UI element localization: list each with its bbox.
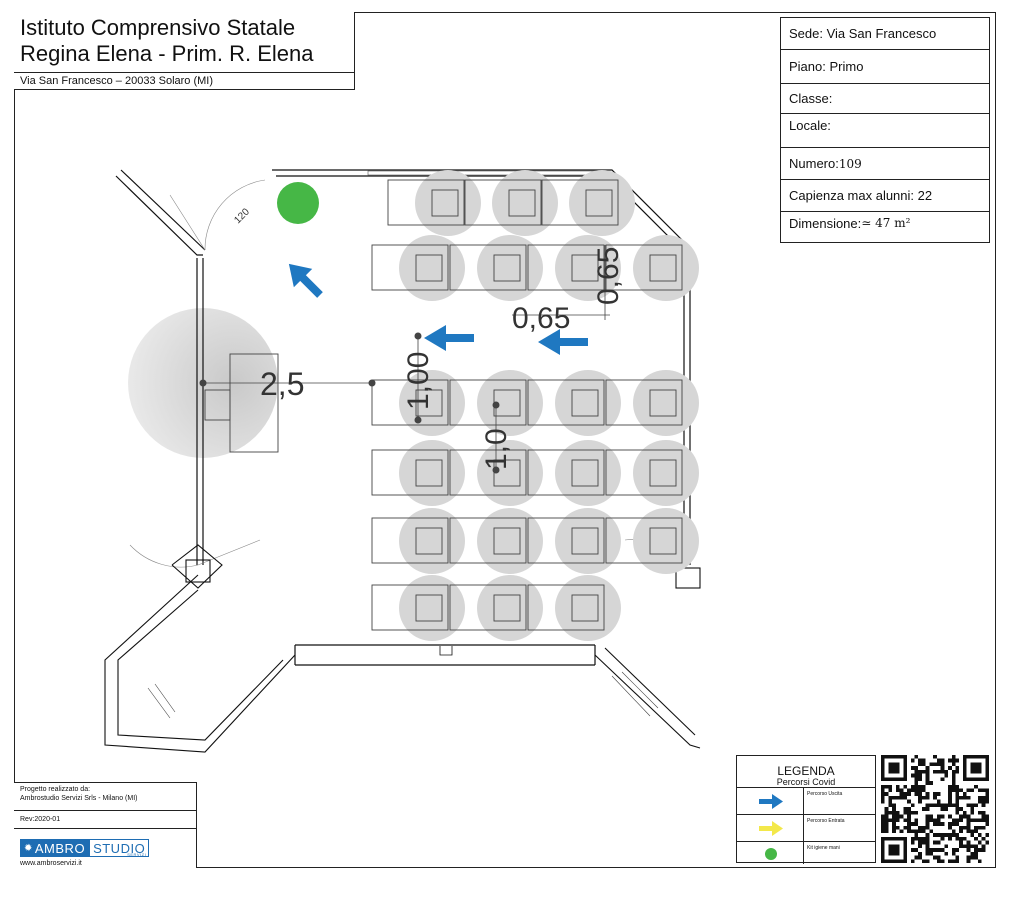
hygiene-kit-icon xyxy=(277,182,319,224)
legend-title: LEGENDA xyxy=(777,764,835,778)
legend-item: Percorso Entrata xyxy=(737,814,875,842)
student-desk xyxy=(527,370,621,436)
green-dot-icon xyxy=(765,848,777,860)
distance-circle xyxy=(399,575,465,641)
legend-item: Percorso Uscita xyxy=(737,787,875,815)
student-desk xyxy=(449,235,543,301)
distance-circle xyxy=(633,235,699,301)
student-desk xyxy=(371,440,465,506)
distance-circle xyxy=(633,508,699,574)
info-sede: Sede: Via San Francesco xyxy=(781,18,989,50)
dimensione-value: ≃ 47 m² xyxy=(861,216,911,230)
exit-arrow-icon xyxy=(424,325,474,351)
legend-item: Kit igiene mani xyxy=(737,841,875,864)
student-desk xyxy=(371,235,465,301)
school-address: Via San Francesco – 20033 Solaro (MI) xyxy=(20,75,214,87)
distance-circle xyxy=(633,440,699,506)
school-name-line2: Regina Elena - Prim. R. Elena xyxy=(20,41,314,66)
room-info-table: Sede: Via San Francesco Piano: Primo Cla… xyxy=(780,17,990,243)
exit-arrow-icon xyxy=(538,329,588,355)
legend: LEGENDA Percorsi Covid Percorso Uscita P… xyxy=(736,755,876,864)
info-capienza: Capienza max alunni: 22 xyxy=(781,180,989,212)
teacher-desk xyxy=(204,353,279,453)
student-desk xyxy=(605,440,699,506)
student-desk xyxy=(449,508,543,574)
drawing-sheet xyxy=(14,12,996,868)
credits-line2: Ambrostudio Servizi Srls - Milano (MI) xyxy=(20,795,138,802)
row-gap-label: 0,65 xyxy=(512,302,570,335)
school-name-line1: Istituto Comprensivo Statale xyxy=(20,15,296,40)
website: www.ambroservizi.it xyxy=(20,860,82,867)
exit-arrows xyxy=(288,263,588,355)
student-desk xyxy=(605,235,699,301)
aisle-1-label: 1,00 xyxy=(402,352,435,410)
distance-circle xyxy=(555,575,621,641)
info-dimensione: Dimensione: ≃ 47 m² xyxy=(781,212,989,242)
credits-line1: Progetto realizzato da: xyxy=(20,786,91,793)
dimensione-label: Dimensione: xyxy=(789,216,862,231)
distance-circle xyxy=(555,370,621,436)
student-desk xyxy=(371,575,465,641)
legend-subtitle: Percorsi Covid xyxy=(776,777,836,787)
teacher-distance-label: 2,5 xyxy=(260,366,304,402)
door-width-label: 120 xyxy=(232,206,252,226)
distance-circle xyxy=(633,370,699,436)
distance-circle xyxy=(555,508,621,574)
info-classe: Classe: xyxy=(781,84,989,114)
distance-circle xyxy=(569,170,635,236)
distance-circle xyxy=(477,370,543,436)
distance-circle xyxy=(477,508,543,574)
revision: Rev:2020-01 xyxy=(20,816,61,823)
numero-value: 109 xyxy=(838,156,862,171)
title-block: Istituto Comprensivo Statale Regina Elen… xyxy=(14,12,355,90)
numero-label: Numero: xyxy=(789,156,839,171)
student-desk xyxy=(541,170,635,236)
distance-circle xyxy=(477,575,543,641)
info-locale: Locale: xyxy=(781,114,989,148)
student-desk xyxy=(371,508,465,574)
student-desk xyxy=(449,575,543,641)
distance-circle xyxy=(399,235,465,301)
info-numero: Numero: 109 xyxy=(781,148,989,180)
distance-circle xyxy=(555,235,621,301)
student-desk xyxy=(527,575,621,641)
student-desk xyxy=(464,170,558,236)
corridor-walls xyxy=(104,544,701,753)
yellow-arrow-icon xyxy=(759,821,783,836)
side-gap-label: 0,65 xyxy=(592,247,625,305)
student-desk xyxy=(527,440,621,506)
student-desks xyxy=(371,170,699,641)
student-desk xyxy=(527,235,621,301)
student-desk xyxy=(387,170,481,236)
student-desk xyxy=(605,508,699,574)
qr-code[interactable] xyxy=(880,755,990,863)
credits-block: Progetto realizzato da: Ambrostudio Serv… xyxy=(14,782,197,868)
sun-icon: ✹ xyxy=(24,842,33,854)
distance-circle xyxy=(492,170,558,236)
student-desk xyxy=(605,370,699,436)
student-desk xyxy=(449,440,543,506)
aisle-2-label: 1,0 xyxy=(480,428,513,470)
distance-circle xyxy=(399,508,465,574)
distance-circle xyxy=(477,235,543,301)
distance-circle xyxy=(399,440,465,506)
distance-circle xyxy=(415,170,481,236)
blue-arrow-icon xyxy=(759,794,783,809)
exit-arrow-icon xyxy=(288,263,323,298)
info-piano: Piano: Primo xyxy=(781,50,989,84)
student-desk xyxy=(527,508,621,574)
distance-circle xyxy=(477,440,543,506)
distance-circle xyxy=(555,440,621,506)
